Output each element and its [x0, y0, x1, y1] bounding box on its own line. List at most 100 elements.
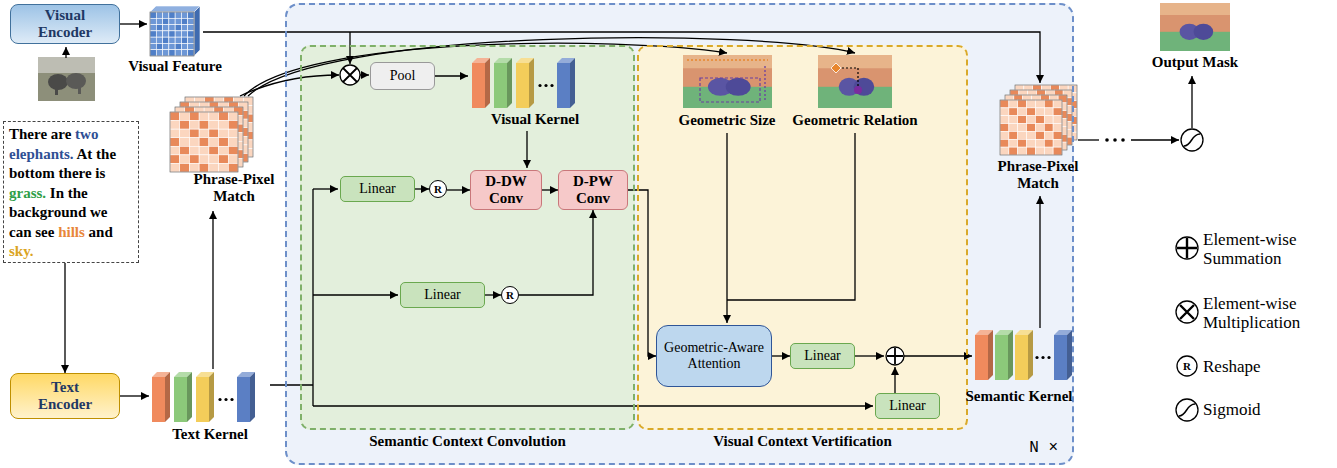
- node-label: D-DW Conv: [475, 173, 537, 207]
- match-map: [209, 121, 219, 130]
- region-title: Visual Context Vertification: [639, 433, 966, 450]
- feature-map: [156, 31, 162, 37]
- annotation-label: Output Mask: [1145, 54, 1245, 71]
- match-map: [1018, 147, 1027, 155]
- match-map: [209, 112, 219, 121]
- match-map: [1027, 100, 1036, 108]
- feature-map: [150, 31, 156, 37]
- match-map: [1000, 108, 1009, 116]
- match-map: [1018, 116, 1027, 124]
- feature-map: [156, 50, 162, 56]
- kernel-bars: [218, 398, 221, 401]
- match-map: [199, 163, 209, 172]
- input-photo: [55, 86, 58, 95]
- wire: [313, 294, 398, 295]
- kernel-bars: [544, 84, 547, 87]
- kernel-bars: [209, 372, 214, 422]
- match-map: [1018, 100, 1027, 108]
- operator-symbol: [886, 347, 904, 365]
- wire: [212, 211, 213, 369]
- feature-map: [181, 50, 187, 56]
- feature-map: [188, 12, 194, 18]
- match-map: [189, 155, 199, 164]
- legend-text: Sigmoid: [1203, 400, 1328, 419]
- match-map: [180, 112, 190, 121]
- annotation-label: Semantic Kernel: [963, 388, 1075, 405]
- node-label: Linear: [804, 348, 841, 364]
- match-map: [1027, 108, 1036, 116]
- legend-text: Element-wise Multiplication: [1203, 294, 1328, 332]
- match-map: [1035, 124, 1044, 132]
- kernel-bars: [516, 63, 529, 108]
- match-map: [209, 146, 219, 155]
- feature-map: [181, 37, 187, 43]
- match-map: [170, 97, 253, 172]
- output-mask: [1160, 3, 1230, 15]
- annotation-label: Visual Feature: [120, 58, 230, 75]
- match-map: [228, 112, 238, 121]
- caption-text: hills: [58, 224, 85, 240]
- node-label: Pool: [390, 68, 416, 84]
- wire: [1191, 76, 1192, 128]
- process-box: Linear: [875, 393, 940, 419]
- match-map: [175, 107, 243, 167]
- feature-map: [150, 50, 156, 56]
- match-map: [199, 146, 209, 155]
- feature-map: [163, 43, 169, 49]
- annotation-label: Geometric Relation: [785, 112, 925, 129]
- region-fill: [285, 3, 1074, 465]
- module-region: Semantic Context ConvolutionPoolLinearRD…: [300, 45, 635, 430]
- kernel-bars: [570, 58, 575, 108]
- match-map: [219, 121, 229, 130]
- feature-map: [181, 12, 187, 18]
- match-map: [1035, 139, 1044, 147]
- repeat-block: N ×Semantic Context ConvolutionPoolLinea…: [285, 3, 1074, 465]
- region-title: Semantic Context Convolution: [302, 433, 633, 450]
- match-map: [1027, 124, 1036, 132]
- kernel-bars: [557, 63, 570, 108]
- kernel-bars: [1067, 330, 1072, 380]
- feature-map: [150, 18, 156, 24]
- kernel-bars: [1008, 330, 1013, 380]
- match-map: [219, 163, 229, 172]
- annotation-label: Geometric Size: [672, 112, 782, 129]
- caption-box: There are two elephants. At the bottom t…: [3, 121, 139, 263]
- wire: [244, 43, 727, 96]
- annotation-label: Text Kernel: [155, 426, 265, 443]
- match-map: [1044, 124, 1053, 132]
- legend-text: Reshape: [1203, 357, 1328, 376]
- match-map: [199, 112, 209, 121]
- annotation-label: Visual Kernel: [475, 111, 595, 128]
- match-map: [170, 146, 180, 155]
- feature-map: [163, 50, 169, 56]
- match-map: [228, 138, 238, 147]
- match-map: [228, 146, 238, 155]
- feature-map: [150, 43, 156, 49]
- module-region: Visual Context VertificationGeometric-Aw…: [637, 45, 968, 430]
- match-map: [180, 138, 190, 147]
- wire: [313, 188, 338, 189]
- input-photo: [78, 85, 81, 94]
- geometry-image: [764, 66, 765, 102]
- match-map: [228, 129, 238, 138]
- match-map: [1044, 108, 1053, 116]
- output-mask: [1160, 3, 1230, 51]
- match-map: [1035, 116, 1044, 124]
- match-map: [1000, 131, 1009, 139]
- match-map: [1009, 131, 1018, 139]
- kernel-bars: [995, 335, 1008, 380]
- feature-map: [188, 50, 194, 56]
- kernel-bars: [1028, 330, 1033, 380]
- region-fill: [300, 45, 635, 430]
- match-map: [1009, 100, 1018, 108]
- kernel-bars: [988, 330, 993, 380]
- kernel-bars: [152, 372, 255, 422]
- feature-map: [163, 18, 169, 24]
- geometry-image: [818, 87, 892, 108]
- feature-map: [156, 37, 162, 43]
- kernel-bars: [472, 58, 575, 108]
- caption-text: and: [89, 224, 113, 240]
- wire: [313, 405, 873, 406]
- match-map: [189, 138, 199, 147]
- feature-map: [181, 18, 187, 24]
